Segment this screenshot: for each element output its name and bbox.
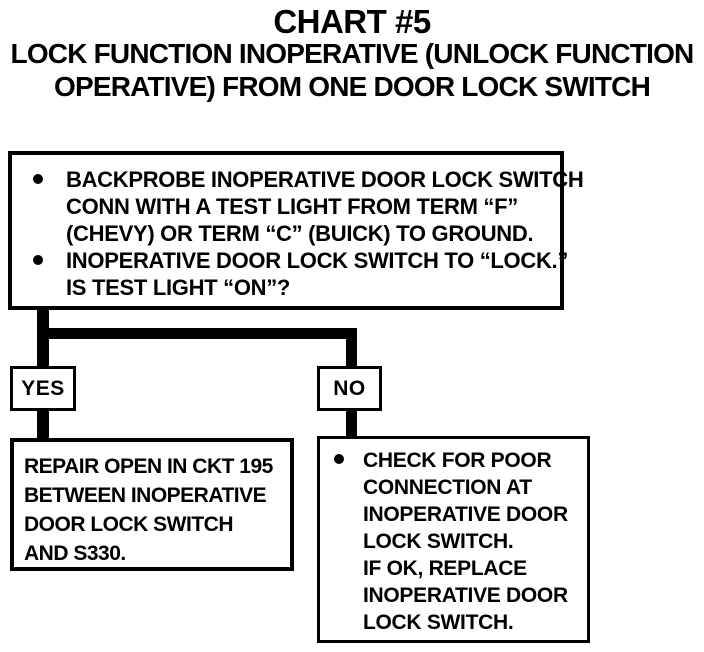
- decision-step-1-line-1: BACKPROBE INOPERATIVE DOOR LOCK SWITCH: [66, 167, 584, 192]
- decision-box: BACKPROBE INOPERATIVE DOOR LOCK SWITCH C…: [8, 151, 584, 310]
- connector-right-vertical: [346, 328, 357, 367]
- yes-result-line-4: AND S330.: [24, 542, 126, 565]
- chart-subtitle-line-1: LOCK FUNCTION INOPERATIVE (UNLOCK FUNCTI…: [10, 38, 695, 69]
- decision-step-1: BACKPROBE INOPERATIVE DOOR LOCK SWITCH C…: [28, 166, 584, 247]
- no-result-line-2: CONNECTION AT: [363, 476, 532, 499]
- no-result-line-5: IF OK, REPLACE: [363, 557, 527, 580]
- no-result-line-7: LOCK SWITCH.: [363, 611, 514, 634]
- bullet-icon: [33, 174, 43, 184]
- yes-result-line-3: DOOR LOCK SWITCH: [24, 513, 233, 536]
- connector-no-stub: [346, 410, 357, 437]
- yes-result-box: REPAIR OPEN IN CKT 195 BETWEEN INOPERATI…: [10, 438, 294, 571]
- no-result-line-6: INOPERATIVE DOOR: [363, 584, 568, 607]
- decision-step-2-line-1: INOPERATIVE DOOR LOCK SWITCH TO “LOCK.”: [66, 248, 569, 273]
- yes-label: YES: [21, 376, 65, 400]
- no-result-line-1: CHECK FOR POOR: [363, 449, 552, 472]
- no-result-step: CHECK FOR POOR CONNECTION AT INOPERATIVE…: [326, 447, 585, 636]
- yes-result-line-2: BETWEEN INOPERATIVE: [24, 484, 267, 507]
- connector-horizontal: [37, 328, 357, 339]
- decision-step-2-line-2: IS TEST LIGHT “ON”?: [66, 275, 291, 300]
- yes-label-box: YES: [10, 366, 76, 411]
- chart-number-title: CHART #5: [273, 3, 431, 40]
- decision-step-2: INOPERATIVE DOOR LOCK SWITCH TO “LOCK.” …: [28, 247, 569, 301]
- yes-result-line-1: REPAIR OPEN IN CKT 195: [24, 455, 273, 478]
- decision-step-1-line-2: CONN WITH A TEST LIGHT FROM TERM “F”: [66, 194, 518, 219]
- no-label: NO: [333, 376, 366, 400]
- no-result-line-3: INOPERATIVE DOOR: [363, 503, 568, 526]
- chart-subtitle-line-2: OPERATIVE) FROM ONE DOOR LOCK SWITCH: [53, 71, 651, 102]
- no-label-box: NO: [317, 366, 382, 411]
- no-result-box: CHECK FOR POOR CONNECTION AT INOPERATIVE…: [317, 436, 590, 643]
- no-result-line-4: LOCK SWITCH.: [363, 530, 514, 553]
- bullet-icon: [334, 454, 344, 464]
- connector-yes-stub: [37, 410, 49, 439]
- bullet-icon: [33, 255, 43, 265]
- decision-step-1-line-3: (CHEVY) OR TERM “C” (BUICK) TO GROUND.: [66, 221, 534, 246]
